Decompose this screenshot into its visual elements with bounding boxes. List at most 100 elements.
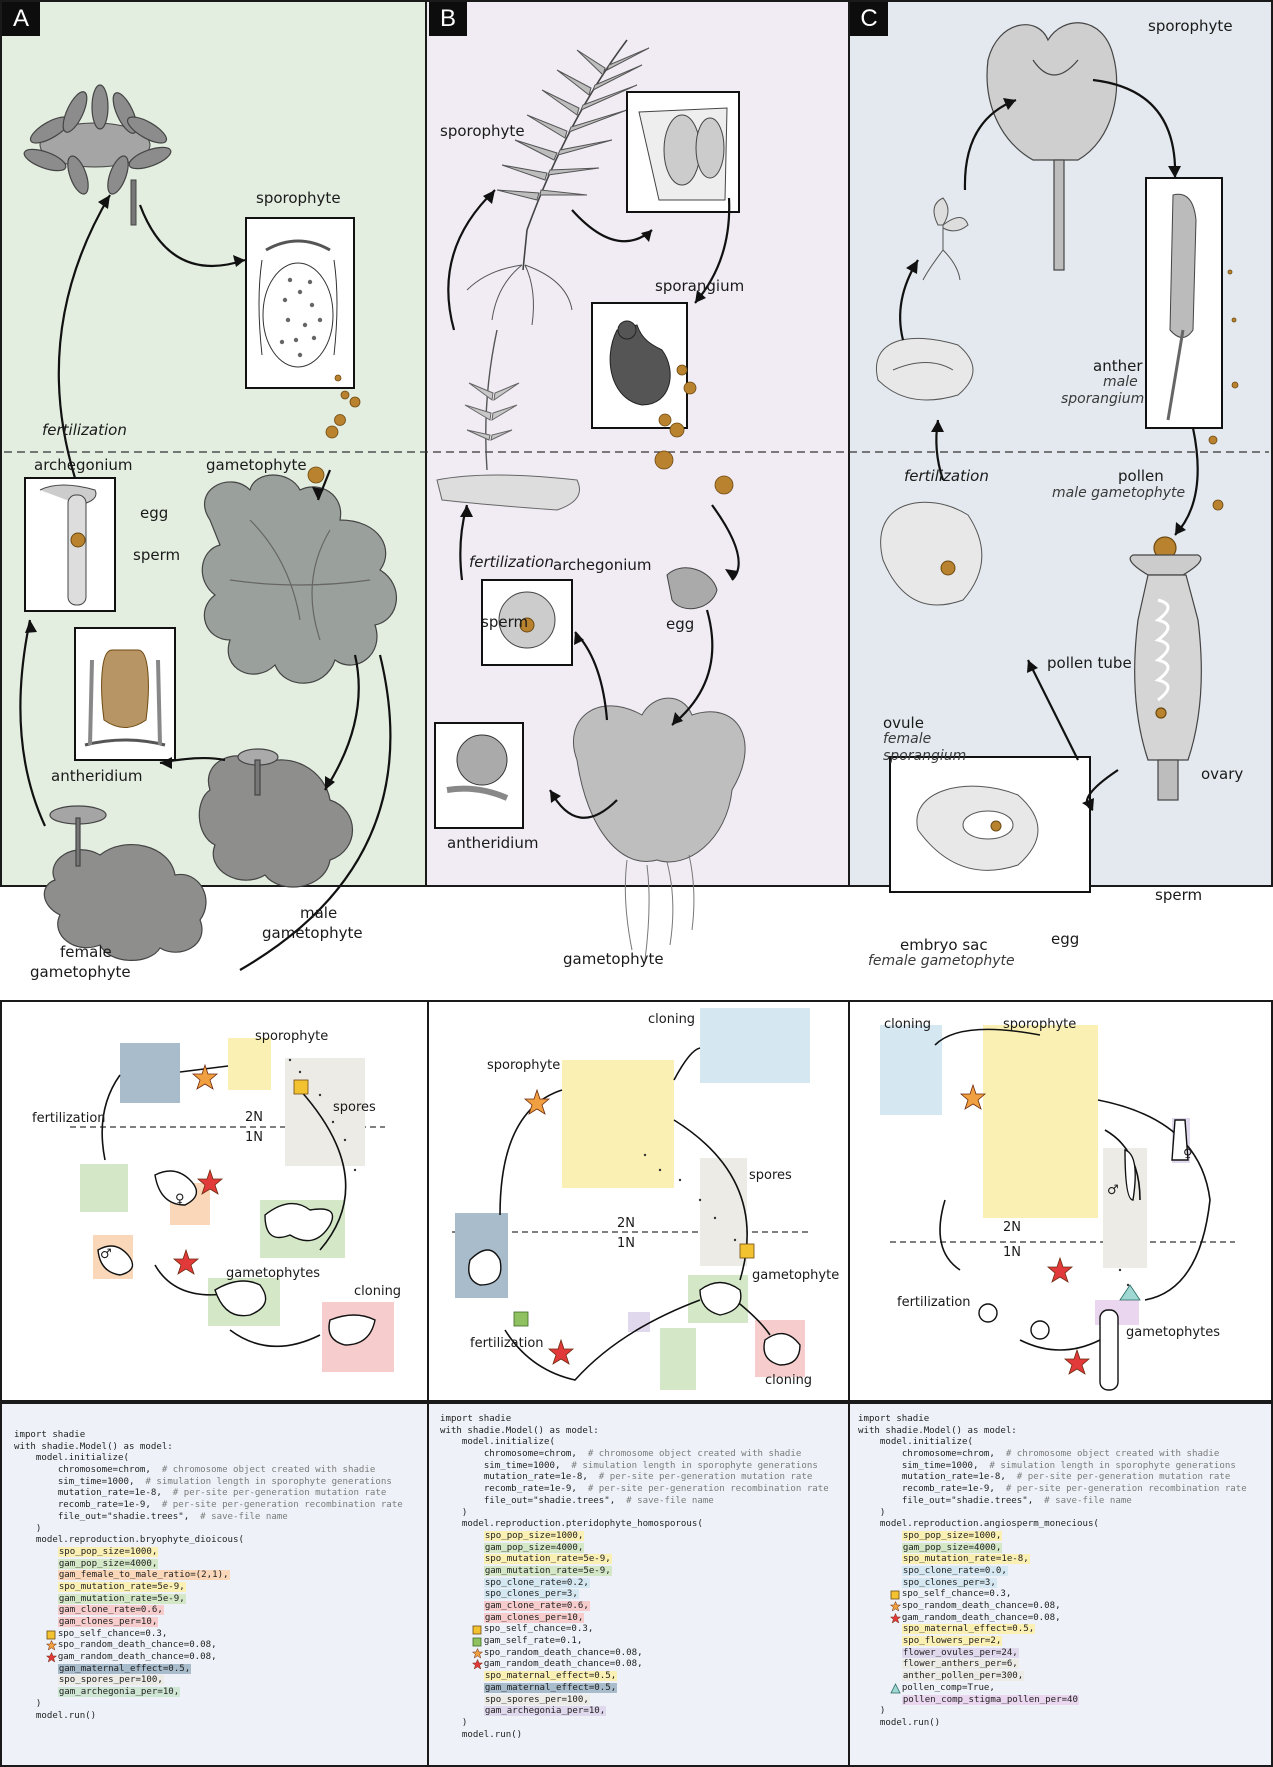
code-text: recomb_rate=1e-9, bbox=[483, 1484, 577, 1495]
code-text: gam_female_to_male_ratio=(2,1), bbox=[57, 1570, 230, 1581]
code-line: spo_clones_per=3, bbox=[858, 1577, 1247, 1590]
code-text: spo_pop_size=1000, bbox=[57, 1546, 159, 1557]
schematic-c-label-gametophytes: gametophytes bbox=[1126, 1325, 1220, 1340]
code-line: spo_clones_per=3, bbox=[440, 1589, 829, 1601]
code-line: anther_pollen_per=300, bbox=[858, 1671, 1247, 1683]
panel-a-label-archegonium: archegonium bbox=[34, 456, 133, 474]
anther-detail bbox=[1166, 193, 1197, 421]
ploidy-divider-line bbox=[4, 451, 1269, 453]
code-text: gam_pop_size=4000, bbox=[483, 1542, 585, 1553]
panel-b-label-archegonium: archegonium bbox=[553, 556, 652, 574]
panel-b-arrowheads bbox=[460, 190, 738, 803]
panel-c-arrowheads bbox=[906, 98, 1186, 810]
code-text: file_out="shadie.trees", bbox=[57, 1511, 190, 1522]
schematic-c-label-fertilization: fertilization bbox=[897, 1295, 971, 1310]
code-text: model.initialize( bbox=[879, 1437, 973, 1448]
code-line: ) bbox=[858, 1508, 1247, 1520]
panel-a-tag: A bbox=[2, 2, 40, 36]
code-line: gam_self_rate=0.1, bbox=[440, 1636, 829, 1648]
code-text: spo_maternal_effect=0.5, bbox=[483, 1671, 618, 1682]
schematic-divider-1 bbox=[427, 1000, 429, 1402]
code-line: gam_random_death_chance=0.08, bbox=[14, 1651, 403, 1664]
code-text: chromosome=chrom, bbox=[57, 1465, 151, 1476]
code-comment: # per-site per-generation mutation rate bbox=[1005, 1472, 1231, 1483]
code-line: with shadie.Model() as model: bbox=[858, 1426, 1247, 1438]
code-text: import shadie bbox=[14, 1430, 86, 1440]
panel-b-tag: B bbox=[429, 2, 467, 36]
panel-b-label-sperm: sperm bbox=[481, 613, 529, 631]
code-text: gam_maternal_effect=0.5, bbox=[483, 1682, 618, 1693]
panel-c-label-anther-sub1: male bbox=[1103, 374, 1138, 390]
schematic-b-label-1n: 1N bbox=[617, 1236, 635, 1251]
tulip-sporophyte-flower bbox=[986, 22, 1118, 271]
panel-b-label-sporophyte: sporophyte bbox=[440, 122, 525, 140]
code-line: model.run() bbox=[440, 1730, 829, 1742]
schematic-a-male-symbol: ♂ bbox=[100, 1247, 112, 1262]
schematic-markers bbox=[172, 1063, 1141, 1375]
code-line: import shadie bbox=[858, 1414, 1247, 1426]
code-text: model.reproduction.pteridophyte_homospor… bbox=[461, 1519, 703, 1530]
code-text: gam_clones_per=10, bbox=[57, 1617, 159, 1627]
schematic-c-male-symbol: ♂ bbox=[1107, 1183, 1119, 1198]
code-line: file_out="shadie.trees", # save-file nam… bbox=[14, 1512, 403, 1524]
code-line: gam_maternal_effect=0.5, bbox=[14, 1663, 403, 1676]
panel-b-spore-dots bbox=[654, 364, 734, 495]
code-line: gam_female_to_male_ratio=(2,1), bbox=[14, 1570, 403, 1582]
panel-a-cycle-arrows bbox=[19, 194, 392, 971]
panel-a-label-egg: egg bbox=[140, 504, 169, 522]
sporangium-detail bbox=[609, 320, 671, 406]
schematic-divider-2 bbox=[848, 1000, 850, 1402]
code-text: mutation_rate=1e-8, bbox=[901, 1472, 1006, 1483]
code-text: spo_mutation_rate=5e-9, bbox=[57, 1581, 186, 1592]
code-text: chromosome=chrom, bbox=[901, 1449, 995, 1460]
code-comment: # chromosome object created with shadie bbox=[994, 1449, 1220, 1460]
code-text: spo_self_chance=0.3, bbox=[901, 1589, 1012, 1600]
code-text: ) bbox=[35, 1523, 42, 1534]
panel-c-label-embryo-sac-sub: female gametophyte bbox=[868, 953, 1015, 969]
panel-c-label-anther: anther bbox=[1093, 357, 1143, 375]
panel-c-label-pollen-sub: male gametophyte bbox=[1052, 485, 1186, 501]
panel-c-label-ovule-sub1: female bbox=[883, 731, 932, 747]
code-comment: # simulation length in sporophyte genera… bbox=[978, 1460, 1236, 1471]
male-gametophyte-thallus bbox=[198, 748, 353, 888]
panel-a-label-gametophyte: gametophyte bbox=[206, 456, 307, 474]
code-line: sim_time=1000, # simulation length in sp… bbox=[858, 1461, 1247, 1473]
code-line: model.reproduction.pteridophyte_homospor… bbox=[440, 1519, 829, 1531]
code-text: model.initialize( bbox=[35, 1453, 129, 1464]
panel-c-label-sporophyte: sporophyte bbox=[1148, 17, 1233, 35]
schematic-c-color-boxes bbox=[880, 1025, 1190, 1325]
female-thallus-rosette bbox=[201, 474, 397, 684]
code-line: ) bbox=[14, 1524, 403, 1536]
code-text: with shadie.Model() as model: bbox=[858, 1425, 1017, 1436]
code-line: spo_random_death_chance=0.08, bbox=[14, 1640, 403, 1652]
spore-dots bbox=[307, 374, 361, 484]
schematics-drawing bbox=[70, 1008, 1235, 1391]
code-line: spo_clone_rate=0.2, bbox=[440, 1577, 829, 1590]
pollen-dots bbox=[1208, 269, 1239, 511]
code-line: gam_pop_size=4000, bbox=[14, 1558, 403, 1571]
code-line: spo_maternal_effect=0.5, bbox=[858, 1624, 1247, 1636]
panel-a-arrowheads bbox=[25, 195, 335, 790]
panel-b-label-fertilization: fertilization bbox=[469, 553, 554, 571]
developing-seed bbox=[876, 338, 974, 401]
code-text: sim_time=1000, bbox=[57, 1476, 135, 1487]
code-text: spo_pop_size=1000, bbox=[901, 1530, 1003, 1541]
young-fern-sporophyte bbox=[436, 329, 580, 511]
schematic-a-label-spores: spores bbox=[333, 1100, 376, 1115]
code-comment: # chromosome object created with shadie bbox=[150, 1465, 376, 1476]
code-line: import shadie bbox=[440, 1414, 829, 1426]
code-line: chromosome=chrom, # chromosome object cr… bbox=[858, 1449, 1247, 1461]
code-line: gam_random_death_chance=0.08, bbox=[440, 1659, 829, 1671]
pistil-ovary bbox=[1129, 536, 1202, 801]
schematic-b-label-cloning-bottom: cloning bbox=[765, 1373, 813, 1388]
code-line: recomb_rate=1e-9, # per-site per-generat… bbox=[440, 1484, 829, 1496]
panel-a-illustration bbox=[19, 84, 397, 971]
panel-a-label-sperm: sperm bbox=[133, 546, 181, 564]
code-text: file_out="shadie.trees", bbox=[901, 1495, 1034, 1506]
schematic-c-label-1n: 1N bbox=[1003, 1245, 1021, 1260]
code-line: ) bbox=[440, 1718, 829, 1730]
code-comment: # save-file name bbox=[1033, 1495, 1132, 1506]
code-text: spo_spores_per=100, bbox=[483, 1694, 590, 1705]
code-text: gam_random_death_chance=0.08, bbox=[901, 1612, 1061, 1623]
